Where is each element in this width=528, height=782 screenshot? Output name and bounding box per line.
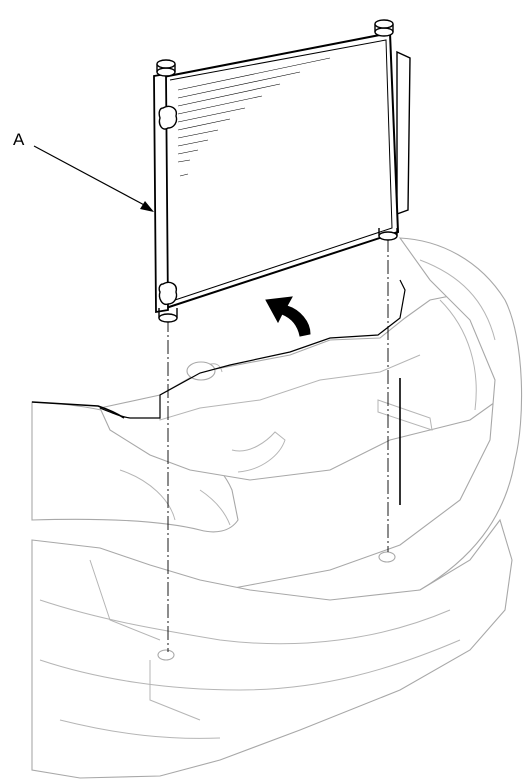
callout-leader [33, 145, 149, 208]
bottom-left-peg [158, 308, 178, 323]
reservoir-cap [186, 361, 216, 381]
callout-arrowhead [140, 201, 154, 212]
lower-mount-left [157, 649, 175, 661]
condenser-core [156, 31, 400, 310]
bottom-right-peg [378, 228, 398, 241]
lower-mount-right [378, 551, 396, 563]
lower-fascia [31, 518, 513, 779]
top-right-peg [374, 19, 394, 37]
alignment-guides [167, 238, 389, 652]
callout-label-a: A [13, 130, 25, 149]
condenser [153, 19, 411, 323]
top-left-peg [156, 59, 176, 77]
lower-fitting [158, 281, 178, 305]
support-outline [99, 279, 406, 419]
removal-direction-arrow [265, 296, 311, 337]
vehicle-front-end [31, 237, 523, 779]
upper-fitting [158, 105, 178, 130]
